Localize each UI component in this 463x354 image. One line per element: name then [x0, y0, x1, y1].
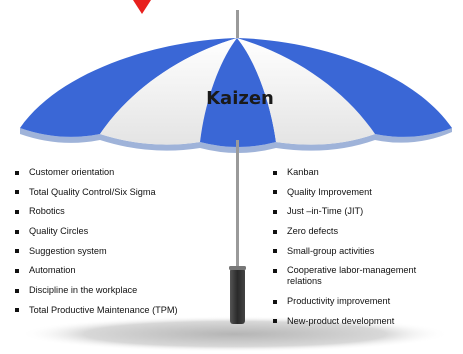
list-item: Quality Circles: [15, 226, 215, 237]
diagram-title: Kaizen: [206, 88, 274, 109]
list-item: Customer orientation: [15, 167, 215, 178]
handle-cap: [229, 266, 246, 270]
ground-shadow: [20, 316, 450, 352]
list-item: Productivity improvement: [273, 296, 453, 307]
list-item: Small-group activities: [273, 246, 453, 257]
list-item: Zero defects: [273, 226, 453, 237]
list-item: Discipline in the workplace: [15, 285, 215, 296]
list-item: Just –in-Time (JIT): [273, 206, 453, 217]
canopy-panel-right-outer: [237, 38, 452, 137]
list-item: Total Productive Maintenance (TPM): [15, 305, 215, 316]
list-item: Suggestion system: [15, 246, 215, 257]
list-item: Cooperative labor-management relations: [273, 265, 453, 287]
canopy-rim: [20, 128, 452, 153]
canopy-panel-right-inner: [237, 38, 375, 145]
list-item: Total Quality Control/Six Sigma: [15, 187, 215, 198]
list-item: Automation: [15, 265, 215, 276]
list-item: Robotics: [15, 206, 215, 217]
umbrella-tip: [236, 10, 239, 38]
pointer-arrow: [133, 0, 151, 14]
canopy-panel-left-inner: [100, 38, 237, 145]
list-item: Kanban: [273, 167, 453, 178]
canopy-panel-left-outer: [20, 38, 237, 137]
umbrella-shaft: [236, 140, 239, 270]
list-item: New-product development: [273, 316, 453, 327]
canopy-panel-center: [200, 38, 276, 147]
list-item: Quality Improvement: [273, 187, 453, 198]
umbrella-handle: [230, 268, 245, 324]
